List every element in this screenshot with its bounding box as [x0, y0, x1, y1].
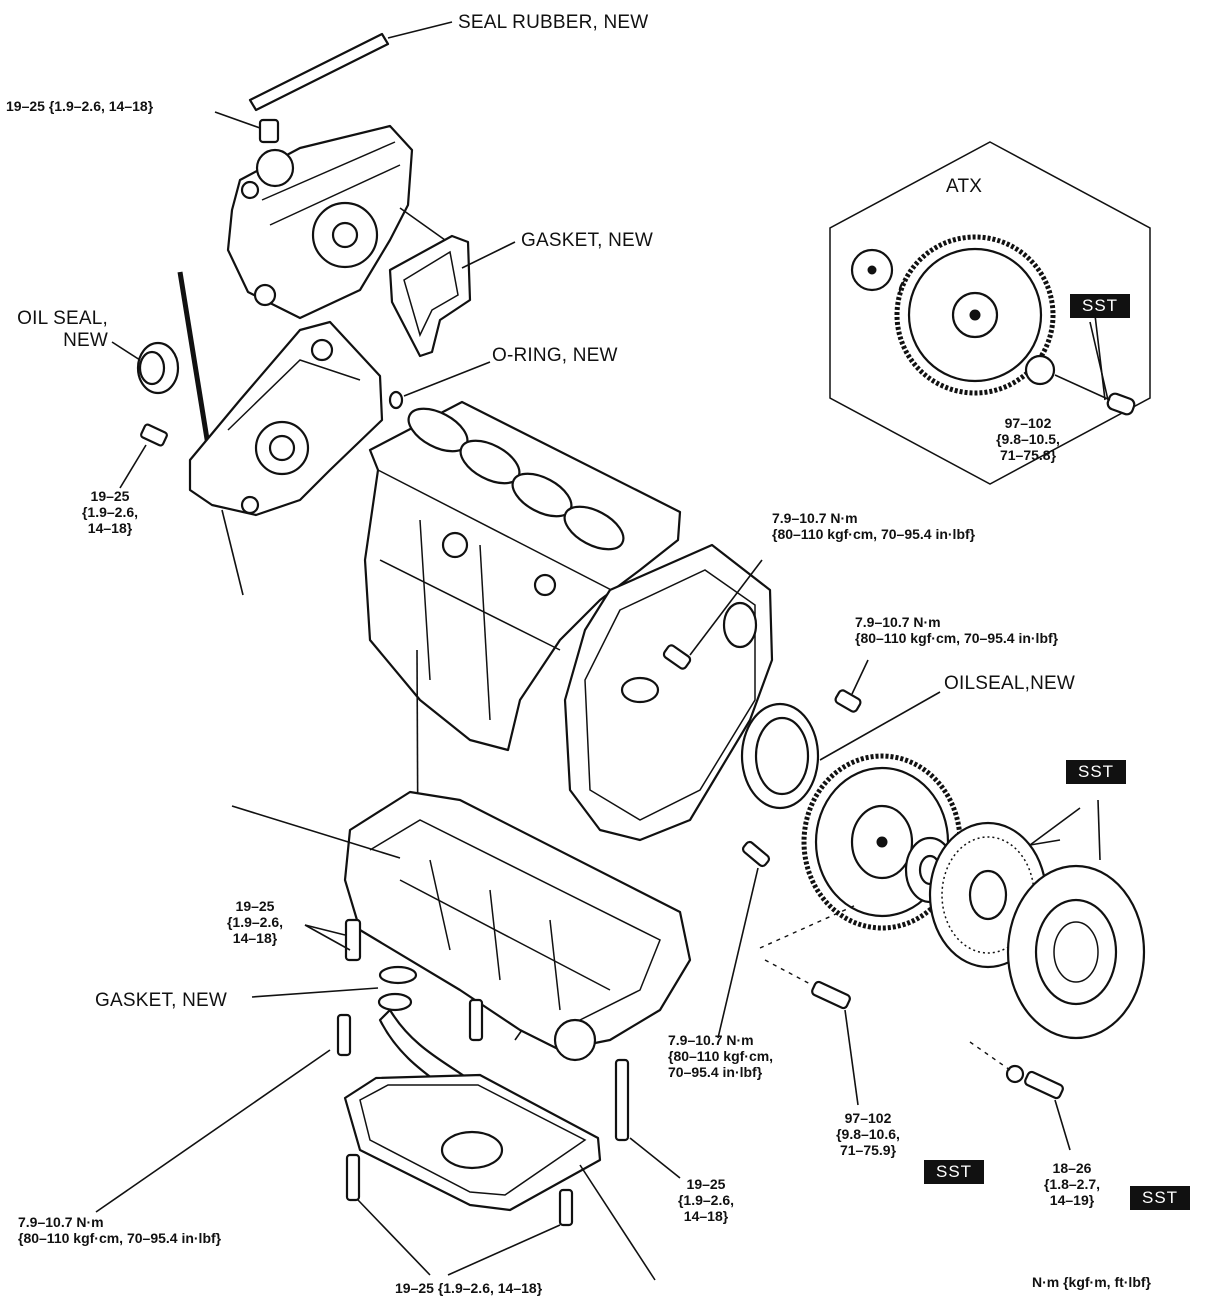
torque-stiffener-label: 7.9–10.7 N·m {80–110 kgf·cm, 70–95.4 in·… — [668, 1032, 773, 1080]
torque-end-plate-line1: 7.9–10.7 N·m — [772, 510, 858, 526]
torque-pan-upper-line2: {1.9–2.6, — [226, 914, 284, 931]
torque-oil-pan-lower-line1: 7.9–10.7 N·m — [18, 1214, 104, 1230]
oil-seal-label: OIL SEAL, NEW — [8, 308, 108, 352]
rear-oil-seal — [717, 659, 941, 1039]
torque-end-plate-label: 7.9–10.7 N·m {80–110 kgf·cm, 70–95.4 in·… — [772, 510, 975, 542]
torque-pan-right-label: 19–25 {1.9–2.6, 14–18} — [656, 1176, 756, 1224]
flywheel — [801, 753, 963, 931]
oil-pan-lower — [95, 1049, 656, 1281]
torque-pan-right-line2: {1.9–2.6, — [677, 1192, 735, 1209]
o-ring-label: O-RING, NEW — [492, 345, 618, 366]
torque-clutch-line3: 14–19} — [1049, 1192, 1095, 1209]
torque-drive-plate-line2: {9.8–10.5, — [996, 431, 1060, 448]
torque-drive-plate-label: 97–102 {9.8–10.5, 71–75.8} — [976, 415, 1080, 463]
torque-bottom-bolts-label: 19–25 {1.9–2.6, 14–18} — [395, 1280, 543, 1296]
sst-badge-flywheel-bolt: SST — [924, 1160, 985, 1184]
torque-clutch-line2: {1.8–2.7, — [1043, 1176, 1101, 1193]
torque-water-pump-label: 19–25 {1.9–2.6, 14–18} — [6, 98, 154, 114]
rear-oil-seal-label: OILSEAL,NEW — [944, 673, 1076, 694]
torque-oil-pan-lower-line2: {80–110 kgf·cm, 70–95.4 in·lbf} — [18, 1230, 222, 1247]
seal-rubber-strip — [248, 21, 453, 112]
torque-seal-plate-line1: 7.9–10.7 N·m — [855, 614, 941, 630]
torque-stiffener-line3: 70–95.4 in·lbf} — [668, 1064, 763, 1081]
water-pump-gasket — [388, 234, 516, 358]
torque-clutch-label: 18–26 {1.8–2.7, 14–19} — [1022, 1160, 1122, 1208]
torque-pan-upper-label: 19–25 {1.9–2.6, 14–18} — [205, 898, 305, 946]
torque-drive-plate-line3: 71–75.8} — [999, 447, 1057, 464]
torque-stiffener-line2: {80–110 kgf·cm, — [668, 1048, 774, 1065]
torque-oil-pump-line2: {1.9–2.6, — [81, 504, 139, 521]
torque-flywheel-label: 97–102 {9.8–10.6, 71–75.9} — [818, 1110, 918, 1158]
flywheel-clutch-bolts — [759, 314, 1106, 1151]
oil-seal-label-line1: OIL SEAL, — [17, 308, 108, 329]
torque-end-plate-line2: {80–110 kgf·cm, 70–95.4 in·lbf} — [772, 526, 976, 543]
cylinder-block — [363, 400, 682, 873]
torque-oil-pump-label: 19–25 {1.9–2.6, 14–18} — [60, 488, 160, 536]
torque-seal-plate-line2: {80–110 kgf·cm, 70–95.4 in·lbf} — [855, 630, 1059, 647]
atx-label: ATX — [946, 176, 983, 197]
end-plate — [563, 543, 774, 842]
torque-flywheel-line1: 97–102 — [844, 1110, 892, 1126]
torque-pan-upper-line3: 14–18} — [232, 930, 278, 947]
torque-oil-pump-line3: 14–18} — [87, 520, 133, 537]
oil-pan-upper — [231, 790, 692, 1062]
water-pump-gasket-label: GASKET, NEW — [521, 230, 654, 251]
torque-pan-right-line1: 19–25 — [686, 1176, 726, 1192]
clutch-cover — [1006, 799, 1146, 1040]
units-legend: N·m {kgf·m, ft·lbf} — [1032, 1274, 1151, 1290]
water-pump — [214, 111, 446, 320]
torque-pan-upper-line1: 19–25 — [235, 898, 275, 914]
torque-oil-pan-lower-label: 7.9–10.7 N·m {80–110 kgf·cm, 70–95.4 in·… — [18, 1214, 221, 1246]
sst-badge-flywheel: SST — [1066, 760, 1127, 784]
oil-pump-cover — [119, 271, 384, 596]
torque-stiffener-line1: 7.9–10.7 N·m — [668, 1032, 754, 1048]
front-oil-seal — [111, 341, 180, 395]
torque-clutch-line1: 18–26 — [1052, 1160, 1092, 1176]
o-ring — [388, 361, 491, 410]
atx-detail-frame — [829, 141, 1151, 485]
oil-seal-label-line2: NEW — [63, 329, 108, 351]
pan-bolts — [304, 918, 681, 1179]
sst-badge-atx: SST — [1070, 294, 1131, 318]
torque-oil-pump-line1: 19–25 — [90, 488, 130, 504]
torque-flywheel-line3: 71–75.9} — [839, 1142, 897, 1159]
sst-badge-clutch: SST — [1130, 1186, 1191, 1210]
torque-pan-right-line3: 14–18} — [683, 1208, 729, 1225]
torque-seal-plate-label: 7.9–10.7 N·m {80–110 kgf·cm, 70–95.4 in·… — [855, 614, 1058, 646]
torque-flywheel-line2: {9.8–10.6, — [836, 1126, 900, 1143]
torque-drive-plate-line1: 97–102 — [1004, 415, 1052, 431]
seal-rubber-label: SEAL RUBBER, NEW — [458, 12, 649, 33]
pickup-gasket-label: GASKET, NEW — [95, 990, 228, 1011]
